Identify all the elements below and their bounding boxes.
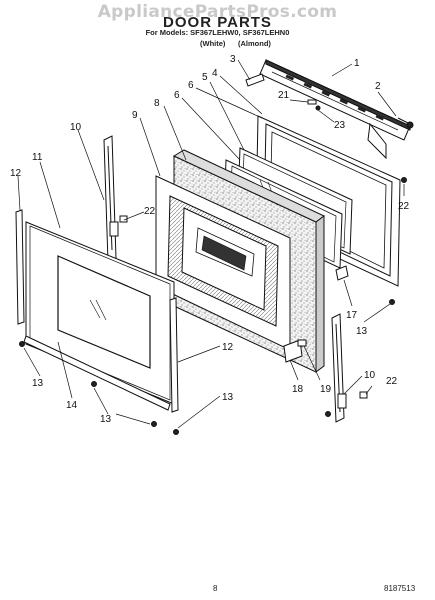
callout-1: 1 (354, 58, 360, 69)
model-list: For Models: SF367LEHW0, SF367LEHN0 (145, 28, 290, 37)
callout-2: 2 (375, 81, 381, 92)
callout-10: 10 (70, 122, 82, 133)
screw-icon (19, 177, 407, 435)
color-white-label: (White) (200, 39, 226, 48)
callout-23: 23 (334, 120, 346, 131)
callout-12: 12 (10, 168, 22, 179)
latch-bracket (335, 265, 349, 281)
hinge-bracket (283, 339, 307, 363)
callout-6: 6 (188, 80, 194, 91)
callout-6b: 6 (174, 90, 180, 101)
callout-10b: 10 (364, 370, 376, 381)
vent-trim-strip (259, 59, 411, 141)
vent-end-bracket (245, 73, 265, 87)
callout-13d: 13 (222, 392, 234, 403)
callout-13b: 13 (32, 378, 44, 389)
callout-12b: 12 (222, 342, 234, 353)
side-trim-right (169, 297, 179, 413)
document-id: 8187513 (384, 584, 416, 593)
callout-13: 13 (356, 326, 368, 337)
callout-20: 21 (278, 90, 290, 101)
callout-leaders (17, 59, 405, 429)
inner-door-panel (155, 175, 291, 351)
side-trim-left (15, 209, 25, 325)
callout-3: 3 (230, 54, 236, 65)
callout-9: 9 (132, 110, 138, 121)
callout-labels: 1 2 3 4 5 6 6 8 9 10 11 12 22 21 23 22 1… (10, 54, 410, 425)
color-almond-label: (Almond) (238, 39, 271, 48)
callout-21: 22 (144, 206, 156, 217)
screw-icon (397, 117, 414, 129)
watermark: AppliancePartsPros.com (97, 2, 338, 22)
callout-11: 11 (32, 152, 43, 163)
callout-8: 8 (154, 98, 160, 109)
door-hinge-channel-left (103, 135, 119, 263)
door-hinge-channel-right (331, 313, 347, 423)
bottom-door-trim (23, 335, 171, 411)
callout-4: 4 (212, 68, 218, 79)
page-title: DOOR PARTS (163, 14, 272, 31)
callout-17: 17 (346, 310, 358, 321)
page-number: 8 (213, 584, 218, 593)
callout-18: 18 (292, 384, 304, 395)
door-clip-parts (307, 99, 321, 111)
callout-13c: 13 (100, 414, 112, 425)
callout-22: 22 (398, 201, 410, 212)
callout-5: 5 (202, 72, 208, 83)
callout-21b: 22 (386, 376, 398, 387)
callout-19: 19 (320, 384, 332, 395)
callout-14: 14 (66, 400, 78, 411)
